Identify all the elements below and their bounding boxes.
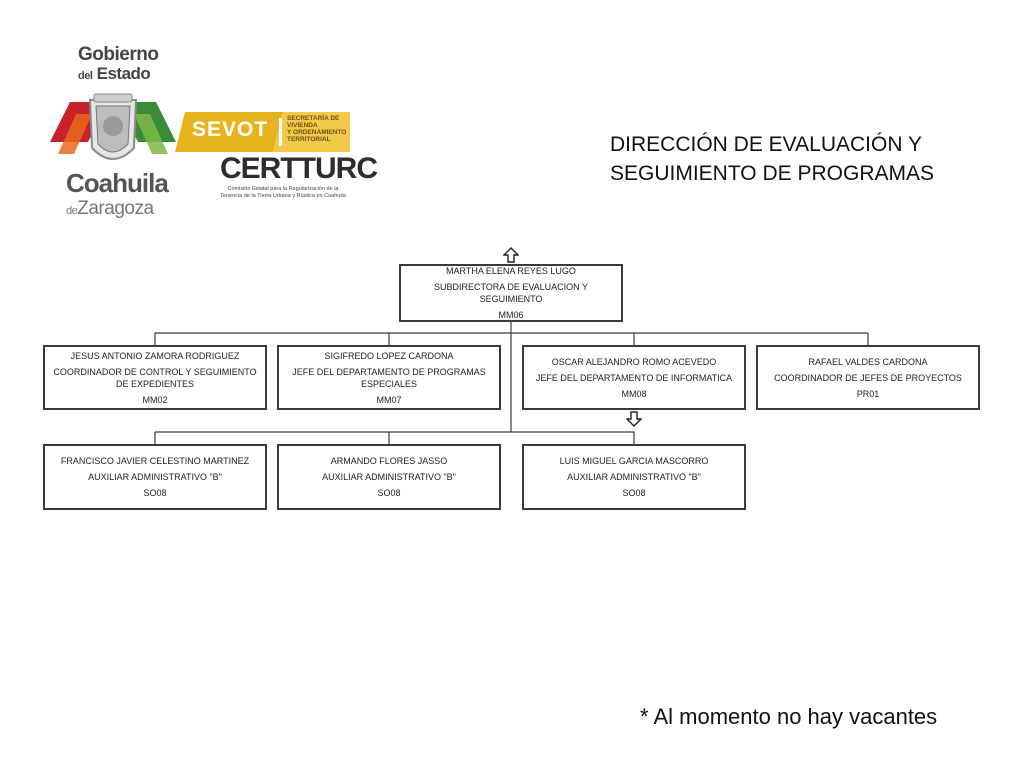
person-position: AUXILIAR ADMINISTRATIVO "B" xyxy=(88,472,222,482)
person-name: SIGIFREDO LOPEZ CARDONA xyxy=(324,350,454,361)
org-box-jefe-informatica: OSCAR ALEJANDRO ROMO ACEVEDO JEFE DEL DE… xyxy=(522,345,746,410)
person-name: OSCAR ALEJANDRO ROMO ACEVEDO xyxy=(551,356,717,367)
org-box-auxiliar-3: LUIS MIGUEL GARCIA MASCORRO AUXILIAR ADM… xyxy=(522,444,746,510)
person-name: LUIS MIGUEL GARCIA MASCORRO xyxy=(559,456,709,466)
person-position: COORDINADOR DE JEFES DE PROYECTOS xyxy=(774,372,962,383)
org-box-auxiliar-2: ARMANDO FLORES JASSO AUXILIAR ADMINISTRA… xyxy=(277,444,501,510)
logo-coahuila-text: Coahuila xyxy=(66,168,169,198)
certturc-logo: CERTTURC Comisión Estatal para la Regula… xyxy=(208,152,378,204)
logo-gobierno-text: Gobierno xyxy=(78,44,159,65)
position-code: SO08 xyxy=(377,488,401,498)
position-code: MM06 xyxy=(498,310,524,320)
org-box-subdirectora: MARTHA ELENA REYES LUGO SUBDIRECTORA DE … xyxy=(399,264,623,322)
vacancy-note: * Al momento no hay vacantes xyxy=(640,704,938,729)
sevot-tagline: SECRETARÍA DE VIVIENDA Y ORDENAMIENTO TE… xyxy=(287,115,347,143)
org-box-coordinador-control: JESUS ANTONIO ZAMORA RODRIGUEZ COORDINAD… xyxy=(43,345,267,410)
position-code: PR01 xyxy=(856,388,880,399)
sevot-logo: SEVOT SECRETARÍA DE VIVIENDA Y ORDENAMIE… xyxy=(175,112,350,152)
org-box-coordinador-proyectos: RAFAEL VALDES CARDONA COORDINADOR DE JEF… xyxy=(756,345,980,410)
person-name: JESUS ANTONIO ZAMORA RODRIGUEZ xyxy=(70,350,240,361)
person-name: RAFAEL VALDES CARDONA xyxy=(808,356,928,367)
person-position: SUBDIRECTORA DE EVALUACION Y SEGUIMIENTO xyxy=(433,282,589,304)
certturc-description: Comisión Estatal para la Regularización … xyxy=(220,186,346,199)
position-code: MM08 xyxy=(621,388,647,399)
gobierno-coahuila-logo: Gobierno del Estado Coahuila deZaragoza xyxy=(48,40,178,225)
person-name: FRANCISCO JAVIER CELESTINO MARTINEZ xyxy=(60,456,250,466)
person-position: JEFE DEL DEPARTAMENTO DE INFORMATICA xyxy=(535,372,733,383)
person-name: MARTHA ELENA REYES LUGO xyxy=(446,266,576,276)
down-arrow-icon xyxy=(626,411,642,427)
person-name: ARMANDO FLORES JASSO xyxy=(330,456,448,466)
logo-del-estado-text: del Estado xyxy=(78,64,151,83)
position-code: SO08 xyxy=(622,488,646,498)
sevot-name: SEVOT xyxy=(192,118,269,141)
position-code: MM02 xyxy=(142,394,168,405)
person-position: AUXILIAR ADMINISTRATIVO "B" xyxy=(567,472,701,482)
person-position: COORDINADOR DE CONTROL Y SEGUIMIENTO DE … xyxy=(53,366,257,389)
org-box-jefe-programas-especiales: SIGIFREDO LOPEZ CARDONA JEFE DEL DEPARTA… xyxy=(277,345,501,410)
coat-of-arms-icon xyxy=(50,93,176,160)
position-code: MM07 xyxy=(376,394,402,405)
logo-zaragoza-text: deZaragoza xyxy=(66,198,154,219)
up-arrow-icon xyxy=(503,247,519,263)
org-box-auxiliar-1: FRANCISCO JAVIER CELESTINO MARTINEZ AUXI… xyxy=(43,444,267,510)
position-code: SO08 xyxy=(143,488,167,498)
page-title: DIRECCIÓN DE EVALUACIÓN Y SEGUIMIENTO DE… xyxy=(610,133,934,185)
person-position: AUXILIAR ADMINISTRATIVO "B" xyxy=(322,472,456,482)
person-position: JEFE DEL DEPARTAMENTO DE PROGRAMAS ESPEC… xyxy=(292,366,486,389)
certturc-name: CERTTURC xyxy=(220,152,378,185)
